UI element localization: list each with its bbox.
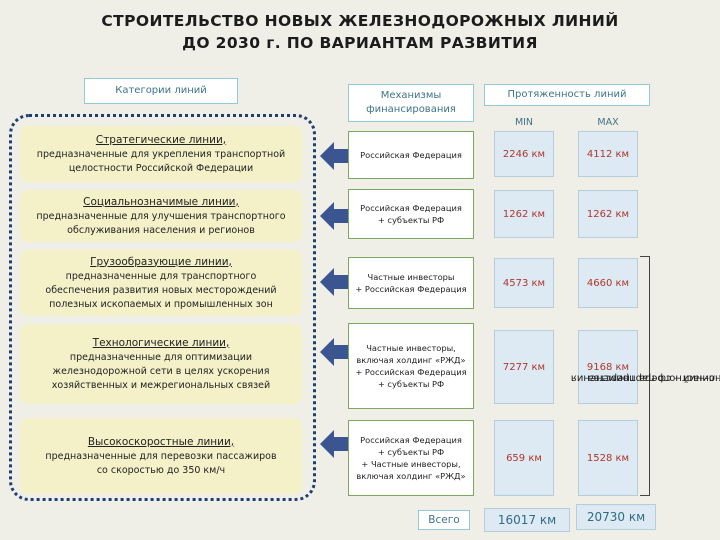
header-mechanisms: Механизмы финансирования <box>348 84 474 122</box>
category-desc: хозяйственных и межрегиональных связей <box>51 379 271 391</box>
category-freight: Грузообразующие линии, предназначенные д… <box>20 250 302 316</box>
mechanism-box: Частные инвесторы, включая холдинг «РЖД»… <box>348 323 474 409</box>
length-min: 659 км <box>494 420 554 496</box>
mechanism-box: Частные инвесторы + Российская Федерация <box>348 257 474 309</box>
ppp-bracket <box>640 256 650 496</box>
category-desc: предназначенные для укрепления транспорт… <box>36 148 286 160</box>
category-name: Грузообразующие линии, <box>90 255 232 268</box>
mechanism-line: Российская Федерация <box>360 435 462 445</box>
mechanism-line: Российская Федерация <box>360 203 462 213</box>
length-max: 1528 км <box>578 420 638 496</box>
arrow-left-icon <box>320 338 348 366</box>
mechanism-line: включая холдинг «РЖД» <box>356 471 466 481</box>
category-desc: обеспечения развития новых месторождений <box>45 284 277 296</box>
header-min: MIN <box>514 117 534 128</box>
arrow-left-icon <box>320 142 348 170</box>
length-max: 4112 км <box>578 131 638 177</box>
category-name: Стратегические линии, <box>95 133 227 146</box>
arrow-left-icon <box>320 430 348 458</box>
header-max: MAX <box>597 117 619 128</box>
category-highspeed: Высокоскоростные линии, предназначенные … <box>20 418 302 494</box>
total-min: 16017 км <box>484 508 570 532</box>
header-length-label: Протяженность линий <box>507 89 627 100</box>
category-desc: целостности Российской Федерации <box>68 162 254 174</box>
mechanism-line: + Российская Федерация <box>355 284 467 294</box>
total-max: 20730 км <box>576 504 656 530</box>
arrow-left-icon <box>320 202 348 230</box>
length-min: 1262 км <box>494 190 554 238</box>
category-technological: Технологические линии, предназначенные д… <box>20 324 302 404</box>
mechanism-line: + Частные инвесторы, <box>361 459 461 469</box>
ppp-note-line-2: государственно-частного партнерства <box>587 372 720 384</box>
category-social: Социальнозначимые линии, предназначенные… <box>20 190 302 242</box>
header-mechanisms-line-1: Механизмы <box>380 90 442 101</box>
mechanism-line: Российская Федерация <box>360 150 462 160</box>
mechanism-line: Частные инвесторы, <box>366 343 456 353</box>
categories-frame <box>9 114 316 501</box>
category-desc: предназначенные для улучшения транспортн… <box>36 210 286 222</box>
mechanism-box: Российская Федерация <box>348 131 474 179</box>
category-name: Технологические линии, <box>92 336 230 349</box>
category-desc: обслуживания населения и регионов <box>67 224 255 236</box>
total-label: Всего <box>418 510 470 530</box>
title-line-2: ДО 2030 г. ПО ВАРИАНТАМ РАЗВИТИЯ <box>182 34 538 52</box>
length-max: 1262 км <box>578 190 638 238</box>
mechanism-line: + субъекты РФ <box>377 215 445 225</box>
mechanism-line: + Российская Федерация <box>355 367 467 377</box>
mechanism-line: Частные инвесторы <box>367 272 455 282</box>
header-length: Протяженность линий <box>484 84 650 106</box>
length-min: 7277 км <box>494 330 554 404</box>
category-name: Социальнозначимые линии, <box>83 195 239 208</box>
length-max: 4660 км <box>578 258 638 308</box>
category-desc: железнодорожной сети в целях ускорения <box>52 365 270 377</box>
header-categories: Категории линий <box>84 78 238 104</box>
title-line-1: СТРОИТЕЛЬСТВО НОВЫХ ЖЕЛЕЗНОДОРОЖНЫХ ЛИНИ… <box>101 12 619 30</box>
category-desc: предназначенные для транспортного <box>65 270 257 282</box>
arrow-left-icon <box>320 268 348 296</box>
length-min: 4573 км <box>494 258 554 308</box>
category-desc: предназначенные для оптимизации <box>69 351 253 363</box>
mechanism-line: + субъекты РФ <box>377 379 445 389</box>
page-title: СТРОИТЕЛЬСТВО НОВЫХ ЖЕЛЕЗНОДОРОЖНЫХ ЛИНИ… <box>0 10 720 54</box>
mechanism-line: + субъекты РФ <box>377 447 445 457</box>
length-min: 2246 км <box>494 131 554 177</box>
header-categories-label: Категории линий <box>115 85 207 96</box>
mechanism-line: включая холдинг «РЖД» <box>356 355 466 365</box>
ppp-note: Часть новых линий – сфера применения гос… <box>571 256 720 500</box>
mechanism-box: Российская Федерация + субъекты РФ + Час… <box>348 420 474 496</box>
category-strategic: Стратегические линии, предназначенные дл… <box>20 126 302 182</box>
category-desc: со скоростью до 350 км/ч <box>96 464 226 476</box>
mechanism-box: Российская Федерация + субъекты РФ <box>348 189 474 239</box>
category-desc: полезных ископаемых и промышленных зон <box>49 298 273 310</box>
category-name: Высокоскоростные линии, <box>87 435 235 448</box>
length-max: 9168 км <box>578 330 638 404</box>
header-mechanisms-line-2: финансирования <box>366 104 456 115</box>
category-desc: предназначенные для перевозки пассажиров <box>45 450 277 462</box>
